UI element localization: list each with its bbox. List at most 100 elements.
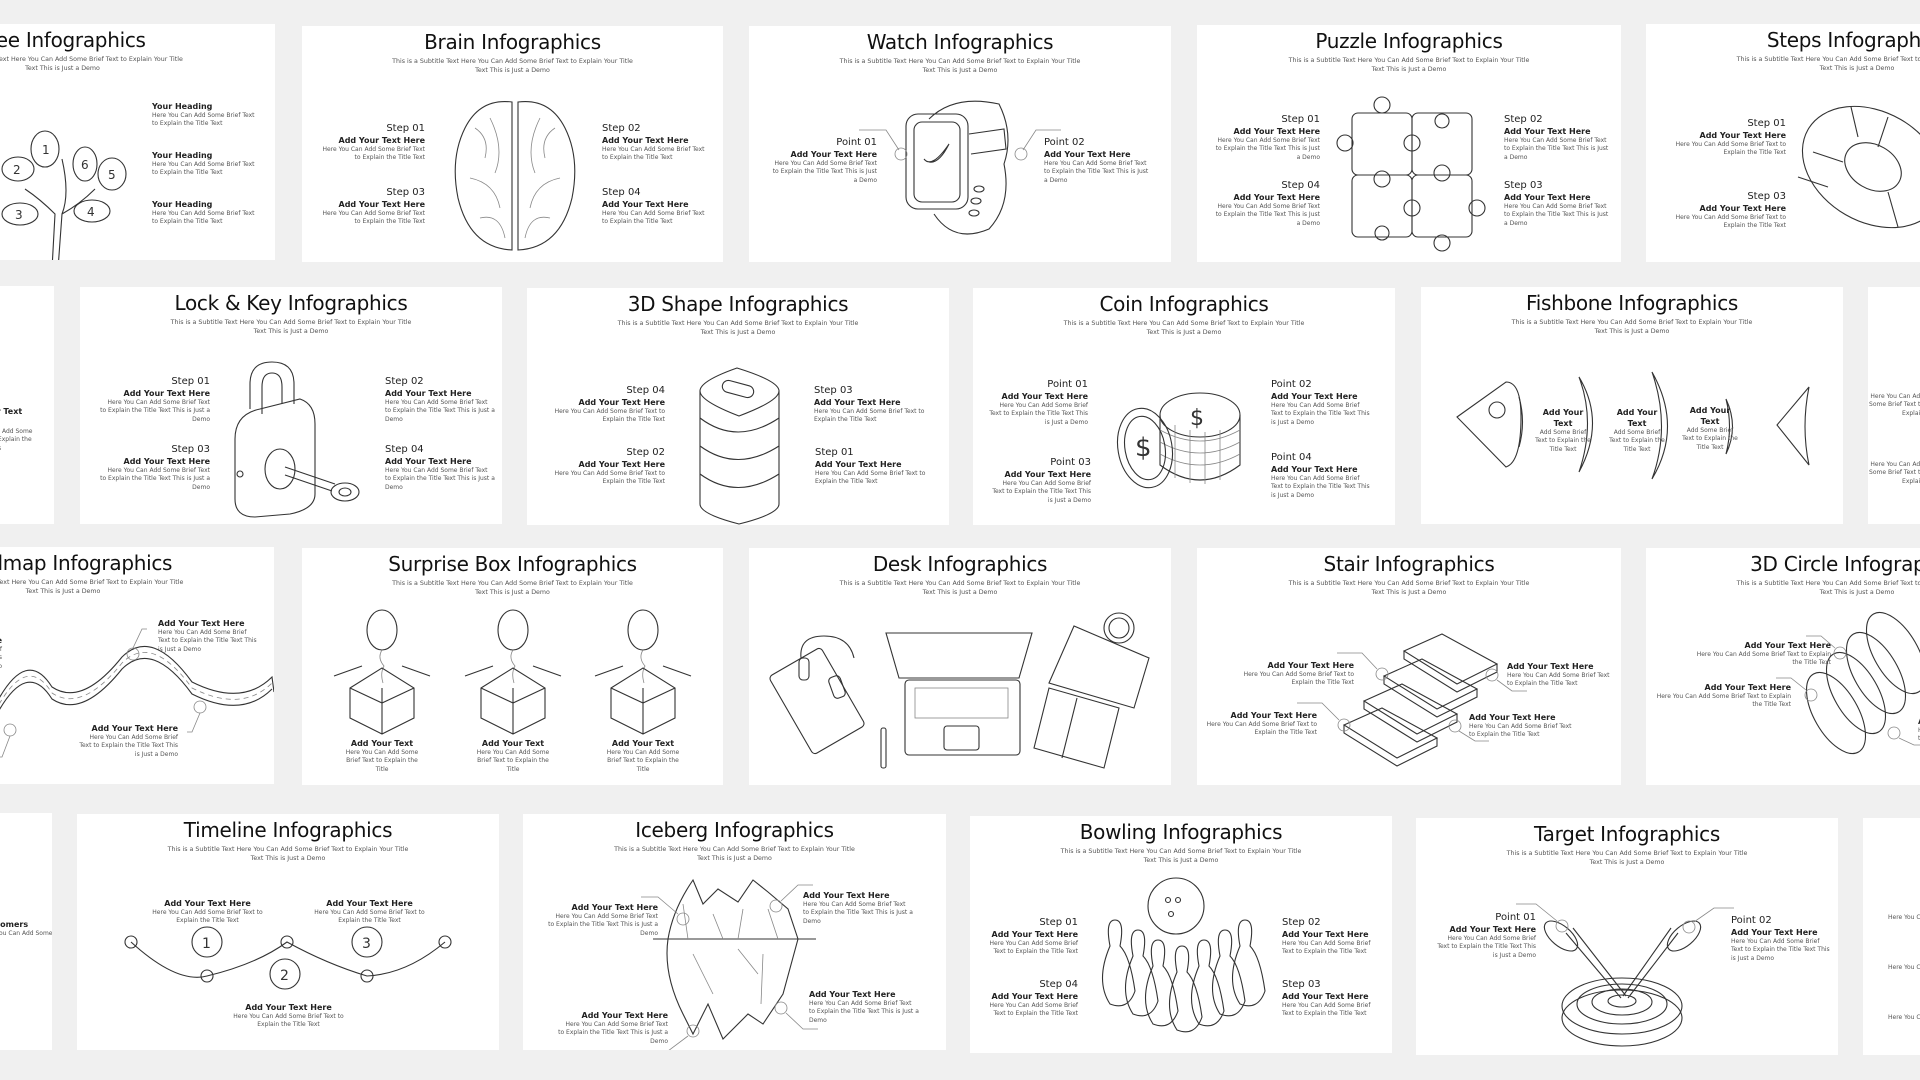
smartwatch-icon [905,100,1009,235]
puzzle-icon [1336,96,1486,252]
slide-roadmap-infographics[interactable]: Roadmap Infographics This is a Subtitle … [0,547,274,784]
svg-text:$: $ [1190,406,1204,431]
slide-partial-right-row2[interactable]: Here You Can Add Some Brief Text to Expl… [1868,287,1920,524]
svg-text:6: 6 [81,158,89,172]
slide-title: Stair Infographics [1323,552,1495,576]
slide-title: 3D Shape Infographics [627,292,849,316]
slide-bowling-infographics[interactable]: Bowling Infographics This is a Subtitle … [970,816,1392,1053]
svg-text:2: 2 [280,968,289,984]
desk-workspace-icon [769,612,1150,769]
wave-timeline-icon: 1 2 3 [124,926,452,990]
slide-title: Timeline Infographics [183,818,393,842]
slide-coin-infographics[interactable]: Coin Infographics This is a Subtitle Tex… [973,288,1395,525]
slide-3d-circle-infographics[interactable]: 3D Circle Infographics This is a Subtitl… [1646,548,1920,785]
slide-subtitle: This is a Subtitle Text Here You Can Add… [1063,320,1305,336]
slide-desk-infographics[interactable]: Desk Infographics This is a Subtitle Tex… [749,548,1171,785]
coin-stack-icon: $$ [1116,392,1241,489]
info-block: CustomersHere You Can Add Some Brief [0,920,52,937]
slide-lock-key-infographics[interactable]: Lock & Key Infographics This is a Subtit… [80,287,502,524]
callout-lines [859,129,1061,161]
gift-boxes-with-balloons-icon [333,609,692,735]
winding-road-icon [0,628,274,758]
slide-title: 3D Circle Infographics [1750,552,1920,576]
stairs-icon [1297,633,1527,767]
brain-icon [454,100,576,251]
svg-text:1: 1 [202,936,211,952]
slide-stair-infographics[interactable]: Stair Infographics This is a Subtitle Te… [1197,548,1621,785]
slide-subtitle: This is a Subtitle Text Here You Can Add… [0,56,183,72]
slide-title: Puzzle Infographics [1315,29,1503,53]
slide-title: Desk Infographics [872,552,1048,576]
slide-title: Coin Infographics [1099,292,1269,316]
info-block: Here You Can Add Some Brief Text to Expl… [1869,393,1920,417]
slide-timeline-infographics[interactable]: Timeline Infographics This is a Subtitle… [77,814,499,1050]
slide-partial-right-row4[interactable]: Here You C Here You C Here You C [1863,818,1920,1055]
slide-puzzle-infographics[interactable]: Puzzle Infographics This is a Subtitle T… [1197,25,1621,262]
slide-title: Bowling Infographics [1079,820,1283,844]
slide-title: Target Infographics [1534,822,1720,846]
slide-watch-infographics[interactable]: Watch Infographics This is a Subtitle Te… [749,26,1171,262]
slide-surprise-box-infographics[interactable]: Surprise Box Infographics This is a Subt… [302,548,723,785]
slide-title: Watch Infographics [866,30,1054,54]
slide-title: Surprise Box Infographics [388,552,637,576]
slide-title: Lock & Key Infographics [174,291,408,315]
stacked-discs-icon [1776,611,1920,755]
info-block: Here You Can Add Some Brief Text to Expl… [1869,461,1920,485]
slide-brain-infographics[interactable]: Brain Infographics This is a Subtitle Te… [302,26,723,262]
slide-partial-left-row4[interactable]: CustomersHere You Can Add Some Brief [0,813,52,1050]
slide-subtitle: This is a Subtitle Text Here You Can Add… [170,319,412,335]
slide-iceberg-infographics[interactable]: Iceberg Infographics This is a Subtitle … [523,814,946,1050]
slide-title: Iceberg Infographics [635,818,834,842]
slide-subtitle: This is a Subtitle Text Here You Can Add… [392,580,633,596]
svg-text:$: $ [1135,433,1152,463]
slide-3d-shape-infographics[interactable]: 3D Shape Infographics This is a Subtitle… [527,288,949,525]
stacked-blocks-icon [699,367,780,525]
tree-icon: 1 2 3 4 5 6 [1,130,127,260]
slide-tree-infographics[interactable]: Tree Infographics This is a Subtitle Tex… [0,24,275,260]
slide-title: Fishbone Infographics [1525,291,1739,315]
slide-subtitle: This is a Subtitle Text Here You Can Add… [1288,580,1530,596]
slide-fishbone-infographics[interactable]: Fishbone Infographics This is a Subtitle… [1421,287,1843,524]
slide-subtitle: This is a Subtitle Text Here You Can Add… [839,580,1081,596]
info-block: Here You C [1888,914,1920,921]
slide-target-infographics[interactable]: Target Infographics This is a Subtitle T… [1416,818,1838,1055]
slide-subtitle: This is a Subtitle Text Here You Can Add… [1288,57,1530,73]
slide-steps-infographics[interactable]: Steps Infographics This is a Subtitle Te… [1646,24,1920,262]
